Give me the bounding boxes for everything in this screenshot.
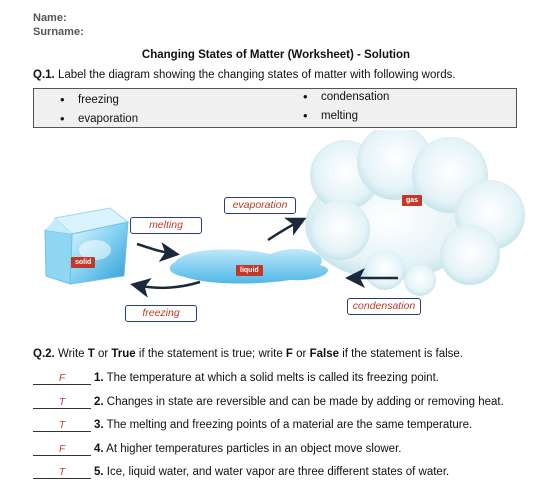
statement-number: 2. bbox=[94, 396, 104, 408]
statement-text: Changes in state are reversible and can … bbox=[106, 396, 504, 408]
evaporation-label: evaporation bbox=[224, 197, 296, 214]
statement-text: The melting and freezing points of a mat… bbox=[106, 419, 473, 431]
freezing-arrow bbox=[130, 278, 201, 298]
answer-blank[interactable]: T bbox=[33, 420, 91, 432]
statement-text: At higher temperatures particles in an o… bbox=[106, 443, 402, 455]
states-of-matter-diagram bbox=[44, 130, 525, 298]
question-2-instruction: Q.2. Write T or True if the statement is… bbox=[33, 348, 463, 360]
worksheet-title: Changing States of Matter (Worksheet) - … bbox=[141, 49, 411, 61]
statement-text: The temperature at which a solid melts i… bbox=[106, 372, 439, 384]
answer-blank[interactable]: T bbox=[33, 397, 91, 409]
statement-text: Ice, liquid water, and water vapor are t… bbox=[106, 466, 450, 478]
gas-tag: gas bbox=[402, 195, 423, 206]
liquid-tag: liquid bbox=[236, 265, 263, 276]
surname-label: Surname: bbox=[33, 26, 84, 38]
question-1-text: Label the diagram showing the changing s… bbox=[57, 69, 456, 81]
word-bank-item: melting bbox=[303, 108, 358, 123]
evaporation-arrow bbox=[267, 217, 307, 242]
statement-number: 4. bbox=[94, 443, 104, 455]
q2-text: False bbox=[309, 348, 339, 360]
question-1-instruction: Q.1. Label the diagram showing the chang… bbox=[33, 69, 456, 81]
word-bank: freezing condensation evaporation meltin… bbox=[33, 88, 517, 128]
statement-number: 1. bbox=[94, 372, 104, 384]
answer-blank[interactable]: T bbox=[33, 467, 91, 479]
q2-text: T bbox=[87, 348, 95, 360]
q2-text: or bbox=[94, 348, 112, 360]
q2-text: Write bbox=[57, 348, 88, 360]
word-bank-item: freezing bbox=[60, 92, 119, 107]
word-bank-item: evaporation bbox=[60, 111, 138, 126]
melting-arrow bbox=[136, 242, 180, 262]
question-2-number: Q.2. bbox=[33, 348, 55, 360]
statement-number: 3. bbox=[94, 419, 104, 431]
q2-text: if the statement is false. bbox=[339, 348, 464, 360]
q2-text: or bbox=[292, 348, 310, 360]
q2-text: F bbox=[285, 348, 293, 360]
q2-text: True bbox=[111, 348, 136, 360]
gas-cloud bbox=[305, 130, 525, 296]
melting-label: melting bbox=[130, 217, 202, 234]
condensation-label: condensation bbox=[347, 298, 421, 315]
answer-blank[interactable]: F bbox=[33, 444, 91, 456]
answer-blank[interactable]: F bbox=[33, 373, 91, 385]
question-1-number: Q.1. bbox=[33, 69, 55, 81]
name-label: Name: bbox=[33, 12, 67, 24]
word-bank-item: condensation bbox=[303, 89, 390, 104]
solid-tag: solid bbox=[71, 257, 96, 268]
statement-number: 5. bbox=[94, 466, 104, 478]
freezing-label: freezing bbox=[125, 305, 197, 322]
ice-cube bbox=[44, 207, 130, 285]
q2-text: if the statement is true; write bbox=[135, 348, 286, 360]
